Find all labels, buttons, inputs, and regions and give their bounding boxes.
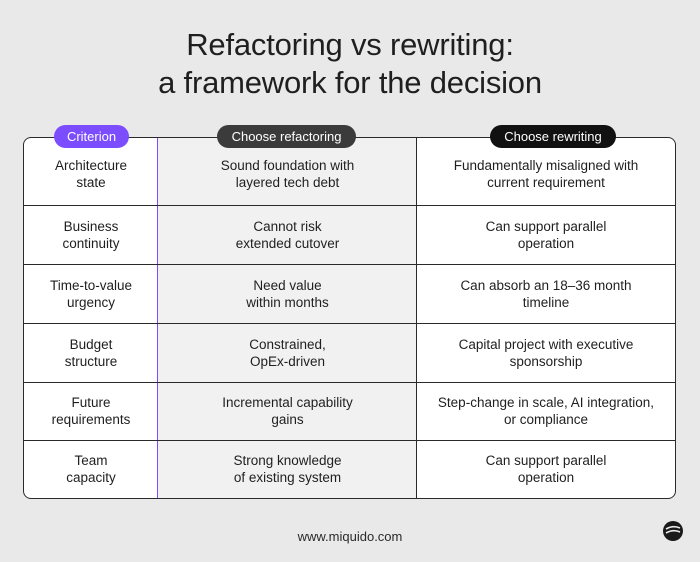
rewriting-cell: Can support parallel operation xyxy=(485,218,607,251)
criterion-column xyxy=(24,138,158,498)
comparison-table: Criterion Choose refactoring Choose rewr… xyxy=(23,125,676,499)
criterion-cell: Team capacity xyxy=(66,453,116,485)
refactoring-cell: Strong knowledge of existing system xyxy=(233,453,342,485)
rewriting-cell: Fundamentally misaligned with current re… xyxy=(453,157,639,190)
refactoring-header: Choose refactoring xyxy=(217,125,356,148)
rewriting-header: Choose rewriting xyxy=(490,125,616,148)
row-divider xyxy=(24,382,675,383)
title-line-1: Refactoring vs rewriting: xyxy=(186,27,514,62)
row-divider xyxy=(24,440,675,441)
refactoring-cell: Need value within months xyxy=(246,277,329,310)
refactoring-cell: Constrained, OpEx-driven xyxy=(249,336,326,369)
rewriting-cell: Capital project with executive sponsorsh… xyxy=(458,336,634,369)
row-divider xyxy=(24,264,675,265)
rewriting-cell: Can support parallel operation xyxy=(485,453,607,485)
criterion-cell: Architecture state xyxy=(54,157,128,190)
footer-url: www.miquido.com xyxy=(297,529,403,544)
page-title: Refactoring vs rewriting: a framework fo… xyxy=(0,26,700,102)
criterion-cell: Business continuity xyxy=(62,218,120,251)
refactoring-column xyxy=(158,138,417,498)
row-divider xyxy=(24,205,675,206)
refactoring-cell: Sound foundation with layered tech debt xyxy=(220,157,355,190)
row-divider xyxy=(24,323,675,324)
refactoring-cell: Incremental capability gains xyxy=(222,395,353,427)
criterion-cell: Budget structure xyxy=(64,336,118,369)
miquido-logo-icon xyxy=(662,520,684,542)
rewriting-cell: Step-change in scale, AI integration, or… xyxy=(437,395,655,427)
refactoring-cell: Cannot risk extended cutover xyxy=(235,218,340,251)
title-line-2: a framework for the decision xyxy=(158,65,542,100)
criterion-header: Criterion xyxy=(54,125,129,148)
criterion-cell: Time-to-value urgency xyxy=(49,277,133,310)
rewriting-cell: Can absorb an 18–36 month timeline xyxy=(460,277,632,310)
criterion-cell: Future requirements xyxy=(51,395,131,427)
